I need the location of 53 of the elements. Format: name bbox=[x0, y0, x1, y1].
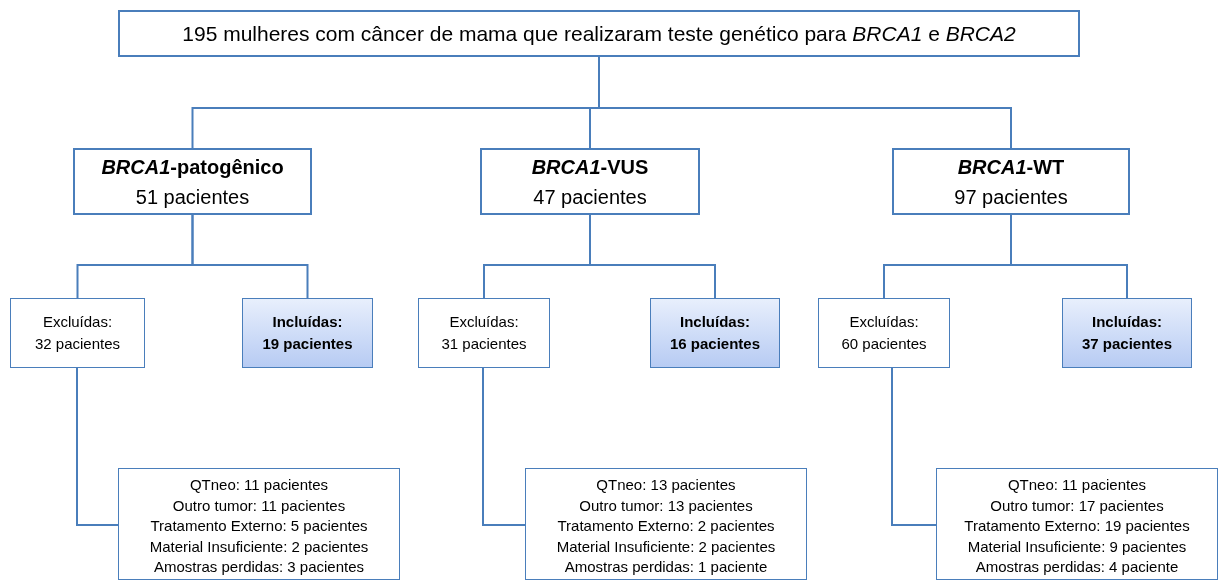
box-text: Incluídas: bbox=[272, 312, 343, 332]
box-text: Material Insuficiente: 2 pacientes bbox=[556, 536, 776, 557]
box-text: 32 pacientes bbox=[34, 334, 121, 354]
box-text: Incluídas: bbox=[1092, 312, 1162, 332]
box-text: 31 pacientes bbox=[441, 334, 527, 354]
connector-line bbox=[76, 367, 119, 526]
included-box bbox=[1062, 298, 1192, 368]
box-text: 19 pacientes bbox=[262, 334, 353, 354]
process-box bbox=[118, 10, 1080, 57]
box-text: Excluídas: bbox=[849, 312, 919, 332]
process-box bbox=[480, 148, 700, 215]
box-text: Amostras perdidas: 3 pacientes bbox=[153, 557, 365, 577]
exclusion-details-box bbox=[936, 468, 1218, 580]
box-text: QTneo: 11 pacientes bbox=[1007, 475, 1147, 495]
box-text: Tratamento Externo: 19 pacientes bbox=[964, 516, 1190, 536]
box-text: 195 mulheres com câncer de mama que realizaram teste genético para BRCA1 e BRCA2 bbox=[182, 20, 1016, 47]
box-text: Outro tumor: 11 pacientes bbox=[172, 495, 346, 516]
box-text: BRCA1-WT bbox=[957, 154, 1065, 180]
exclusion-details-box bbox=[525, 468, 807, 580]
connector-line bbox=[482, 367, 526, 526]
box-text: Amostras perdidas: 4 paciente bbox=[975, 557, 1179, 577]
box-text: QTneo: 11 pacientes bbox=[189, 475, 329, 495]
included-box bbox=[242, 298, 373, 368]
connector-line bbox=[589, 214, 716, 299]
connector-line bbox=[191, 214, 309, 299]
box-text: 37 pacientes bbox=[1081, 334, 1173, 354]
box-text: BRCA1-patogênico bbox=[101, 154, 284, 180]
box-text: Outro tumor: 17 pacientes bbox=[990, 495, 1164, 516]
box-text: 51 pacientes bbox=[135, 184, 250, 210]
box-text: Outro tumor: 13 pacientes bbox=[579, 495, 753, 516]
box-text: 60 pacientes bbox=[841, 334, 927, 354]
box-text: Excluídas: bbox=[449, 312, 519, 332]
box-text: Amostras perdidas: 1 paciente bbox=[564, 557, 768, 577]
process-box bbox=[73, 148, 312, 215]
box-text: 97 pacientes bbox=[954, 184, 1068, 210]
included-box bbox=[650, 298, 780, 368]
exclusion-details-box bbox=[118, 468, 400, 580]
process-box bbox=[892, 148, 1130, 215]
box-text: Incluídas: bbox=[680, 312, 750, 332]
excluded-box bbox=[418, 298, 550, 368]
excluded-box bbox=[818, 298, 950, 368]
box-text: 47 pacientes bbox=[533, 184, 647, 210]
box-text: Tratamento Externo: 5 pacientes bbox=[150, 516, 368, 536]
box-text: Tratamento Externo: 2 pacientes bbox=[557, 516, 775, 536]
box-text: BRCA1-VUS bbox=[531, 154, 649, 180]
box-text: Material Insuficiente: 9 pacientes bbox=[967, 536, 1187, 557]
connector-line bbox=[891, 367, 937, 526]
box-text: Material Insuficiente: 2 pacientes bbox=[149, 536, 369, 557]
box-text: 16 pacientes bbox=[669, 334, 761, 354]
connector-line bbox=[1010, 214, 1128, 299]
box-text: QTneo: 13 pacientes bbox=[596, 475, 736, 495]
excluded-box bbox=[10, 298, 145, 368]
box-text: Excluídas: bbox=[42, 312, 113, 332]
